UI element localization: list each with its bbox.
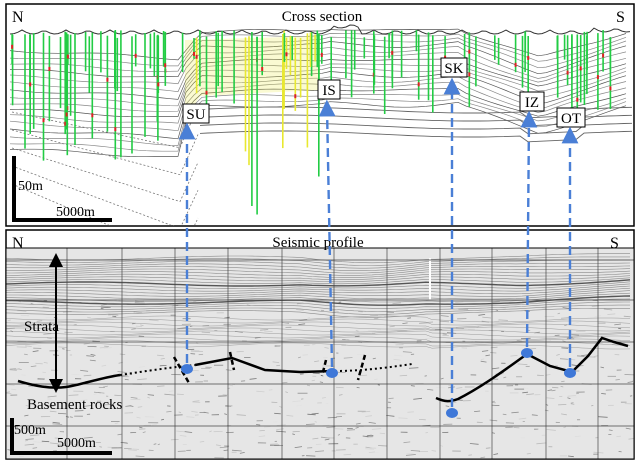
seismic-scale-vertical: 500m (14, 423, 46, 438)
seismic-grid (6, 248, 634, 459)
seismic-scale-bar: 500m 5000m (10, 418, 112, 455)
fault-lines (172, 351, 367, 384)
marker-sk (446, 408, 458, 418)
correlation-connectors (178, 77, 579, 418)
seismic-profile-north-label: N (12, 235, 24, 252)
cross-section-title: Cross section (282, 9, 363, 25)
basement-rocks-label: Basement rocks (27, 397, 123, 413)
basement-surface-left (17, 373, 121, 389)
location-label-ot: OT (556, 107, 586, 128)
marker-ot (564, 368, 576, 378)
connector-is (318, 99, 336, 368)
cross-section-panel: Cross section N S SU IS SK IZ OT 50m (5, 3, 635, 227)
basement-surface-inferred (119, 363, 413, 376)
seismic-profile-title: Seismic profile (272, 235, 364, 251)
seismic-reflectors (6, 253, 631, 350)
location-label-iz: IZ (519, 91, 545, 112)
marker-is (326, 368, 338, 378)
svg-text:SU: SU (186, 107, 205, 123)
location-label-su: SU (182, 103, 210, 124)
svg-text:IS: IS (322, 83, 335, 99)
strata-label: Strata (24, 319, 59, 335)
svg-text:IZ: IZ (525, 95, 539, 111)
basement-surface-middle (194, 356, 336, 374)
seismic-profile-south-label: S (610, 235, 619, 252)
location-label-is: IS (317, 79, 341, 100)
marker-su (181, 364, 193, 374)
svg-text:SK: SK (444, 61, 463, 77)
marker-iz (521, 348, 533, 358)
basement-surface-right (435, 336, 629, 403)
cross-section-north-label: N (12, 9, 24, 26)
seismic-profile-panel: Seismic profile N S Strata Basement rock… (5, 229, 635, 460)
cross-section-scale-bar: 50m 5000m (12, 156, 112, 222)
seismic-scale-horizontal: 5000m (57, 436, 96, 451)
cross-section-scale-horizontal: 5000m (56, 205, 95, 220)
svg-text:OT: OT (561, 111, 581, 127)
cross-section-south-label: S (616, 9, 625, 26)
cross-section-scale-vertical: 50m (18, 179, 43, 194)
connector-iz (520, 110, 538, 348)
location-label-sk: SK (440, 57, 468, 78)
